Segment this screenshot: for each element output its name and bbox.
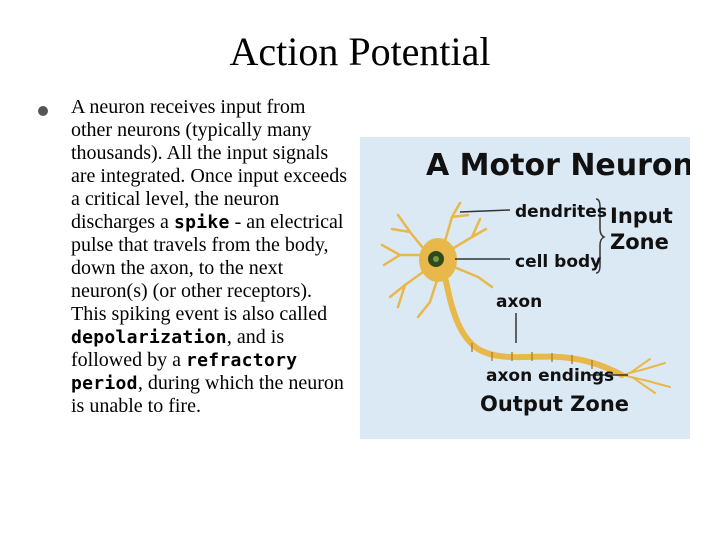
paragraph-text-1: A neuron receives input from other neuro… xyxy=(71,96,347,233)
bullet-paragraph: A neuron receives input from other neuro… xyxy=(71,96,351,418)
figure-heading: A Motor Neuron xyxy=(426,148,690,183)
motor-neuron-figure: A Motor Neuron xyxy=(360,137,690,439)
paragraph-text-3: , and is followed by a xyxy=(71,326,285,371)
motor-neuron-diagram: A Motor Neuron xyxy=(380,148,690,416)
label-cell-body: cell body xyxy=(515,252,601,272)
label-pointer-lines xyxy=(455,209,628,376)
term-depolarization: depolarization xyxy=(71,327,227,348)
paragraph-text-2: - an electrical pulse that travels from … xyxy=(71,211,344,325)
label-axon-endings: axon endings xyxy=(486,366,614,386)
axon-endings-illustration xyxy=(621,358,671,394)
paragraph-text-4: , during which the neuron is unable to f… xyxy=(71,372,344,417)
label-input-zone-line1: Input xyxy=(610,204,673,228)
input-zone-brace xyxy=(595,198,606,274)
label-axon: axon xyxy=(496,292,542,312)
label-input-zone-line2: Zone xyxy=(610,230,669,254)
nucleolus-shape xyxy=(433,256,439,262)
slide-title: Action Potential xyxy=(229,29,491,74)
axon-shape xyxy=(443,278,625,378)
myelin-segments xyxy=(471,343,593,369)
term-refractory-period: refractory period xyxy=(71,350,298,394)
bullet-marker xyxy=(38,106,48,116)
label-output-zone: Output Zone xyxy=(480,392,629,416)
term-spike: spike xyxy=(173,212,230,233)
label-dendrites: dendrites xyxy=(515,202,607,222)
